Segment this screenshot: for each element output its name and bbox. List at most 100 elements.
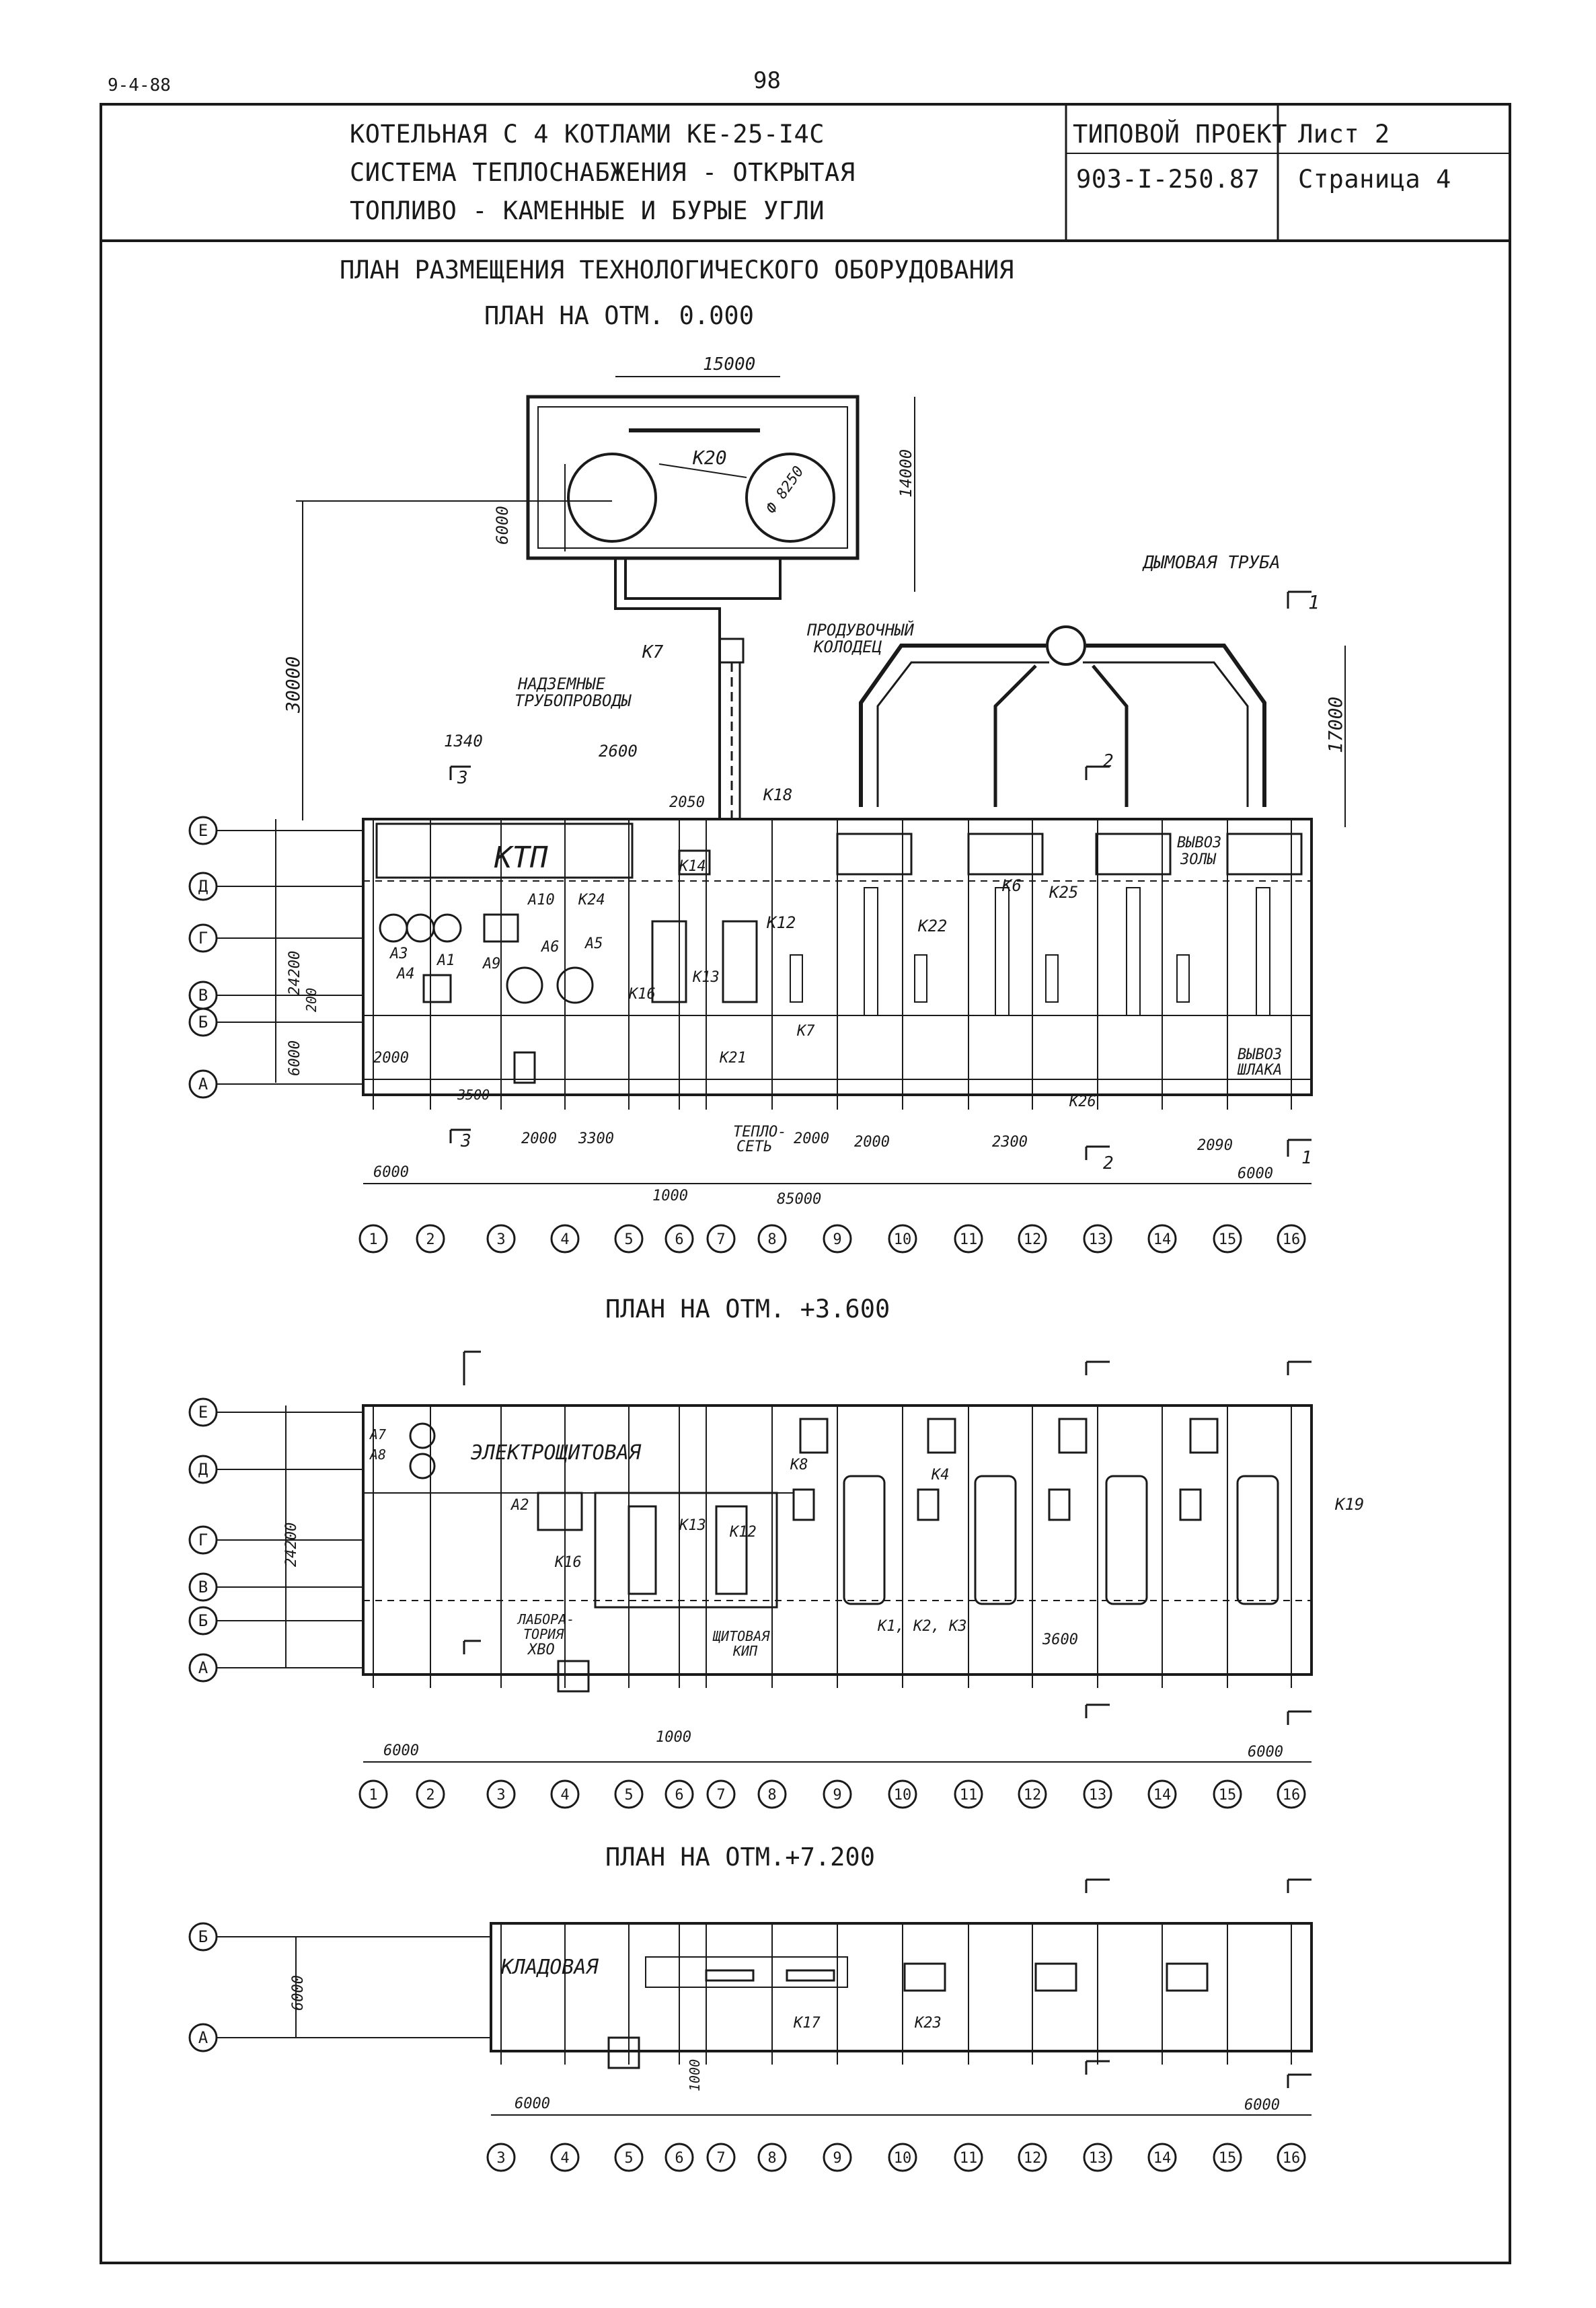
axis-number: 12 bbox=[1024, 1231, 1042, 1248]
dim-6000-tank: 6000 bbox=[493, 506, 512, 545]
label-k23: К23 bbox=[914, 2015, 942, 2032]
dim-85000: 85000 bbox=[777, 1191, 821, 1208]
label-diameter: Ф 8250 bbox=[763, 463, 807, 516]
label-k4: К4 bbox=[931, 1467, 950, 1484]
axis-number: 11 bbox=[960, 1231, 978, 1248]
axis-number: 1 bbox=[369, 1231, 377, 1248]
label-pipes-2: ТРУБОПРОВОДЫ bbox=[515, 691, 632, 710]
drawing-label: 10 bbox=[894, 1787, 912, 1804]
title-line-2: СИСТЕМА ТЕПЛОСНАБЖЕНИЯ - ОТКРЫТАЯ bbox=[350, 158, 856, 187]
drawing-label: 7 bbox=[716, 1787, 725, 1804]
dim-200: 200 bbox=[303, 988, 319, 1012]
plan-elevation-3600 bbox=[188, 1350, 1313, 1809]
plan3-title: ПЛАН НА ОТМ.+7.200 bbox=[605, 1843, 875, 1872]
plan1-title: ПЛАН НА ОТМ. 0.000 bbox=[484, 301, 754, 330]
axis-letter: Г bbox=[198, 929, 208, 948]
label-heatnet-1: ТЕПЛО- bbox=[733, 1124, 786, 1141]
dim-2000-a: 2000 bbox=[373, 1050, 409, 1067]
page-reference: 9-4-88 bbox=[108, 75, 171, 95]
label-slag-1: ВЫВОЗ bbox=[1238, 1046, 1282, 1063]
drawing-label: 4 bbox=[560, 1787, 569, 1804]
drawing-label: 9 bbox=[833, 1787, 841, 1804]
plan3-building-outline bbox=[490, 1922, 1313, 2052]
dim-1000-plan2: 1000 bbox=[656, 1729, 691, 1746]
drawing-label: 14 bbox=[1153, 2150, 1172, 2167]
drawing-label: В bbox=[198, 1578, 208, 1597]
label-k12: К12 bbox=[766, 913, 796, 932]
dim-1000: 1000 bbox=[652, 1188, 688, 1204]
label-k1-k2-k3: К1, К2, К3 bbox=[877, 1618, 966, 1635]
drawing-label: 11 bbox=[960, 2150, 978, 2167]
axis-number: 10 bbox=[894, 1231, 912, 1248]
label-k14: К14 bbox=[679, 858, 706, 875]
dim-2000-c: 2000 bbox=[794, 1130, 829, 1147]
label-k16: К16 bbox=[554, 1554, 582, 1571]
drawing-label: 4 bbox=[560, 2150, 569, 2167]
label-elevation-3600: 3600 bbox=[1042, 1631, 1078, 1648]
axis-letter: Е bbox=[198, 821, 208, 840]
label-k21: К21 bbox=[719, 1050, 747, 1067]
drawing-label: 3 bbox=[496, 2150, 505, 2167]
label-ash-1: ВЫВОЗ bbox=[1177, 835, 1221, 851]
drawing-label: Б bbox=[198, 1611, 208, 1630]
dim-30000: 30000 bbox=[282, 656, 304, 714]
plan1-axis-numbers: 1 2 3 4 5 6 7 8 9 10 11 12 13 14 15 16 bbox=[369, 1231, 1300, 1248]
label-a3: А3 bbox=[389, 946, 408, 962]
drawing-label: 12 bbox=[1024, 1787, 1042, 1804]
label-heatnet-2: СЕТЬ bbox=[736, 1139, 772, 1155]
dim-3500: 3500 bbox=[457, 1087, 490, 1103]
label-lab-2: ТОРИЯ bbox=[523, 1626, 564, 1642]
tank-right bbox=[745, 453, 835, 543]
label-k18: К18 bbox=[763, 785, 792, 804]
label-k6: К6 bbox=[1001, 876, 1022, 895]
label-a7: А7 bbox=[369, 1426, 386, 1442]
axis-number: 16 bbox=[1283, 1231, 1301, 1248]
label-k16: К16 bbox=[628, 986, 656, 1003]
section-mark-1-bottom: 1 bbox=[1301, 1148, 1312, 1168]
sheet-border bbox=[100, 103, 1511, 2264]
plan2-axis-letters: Е Д Г В Б А bbox=[198, 1403, 208, 1677]
label-lab-3: ХВО bbox=[527, 1642, 555, 1658]
label-a10: А10 bbox=[527, 892, 555, 909]
drawing-label: 15 bbox=[1219, 2150, 1237, 2167]
label-k17: К17 bbox=[793, 2015, 821, 2032]
drawing-label: 12 bbox=[1024, 2150, 1042, 2167]
plan2-labels: ЭЛЕКТРОЩИТОВАЯ А7 А8 А2 К16 К13 К12 К8 К… bbox=[283, 1426, 1364, 1761]
page-label: Страница 4 bbox=[1298, 165, 1451, 194]
drawing-label: 8 bbox=[767, 1787, 776, 1804]
dim-2300: 2300 bbox=[992, 1134, 1028, 1151]
dim-6000-b: 6000 bbox=[1238, 1165, 1273, 1182]
drawing-label: Г bbox=[198, 1531, 208, 1549]
axis-number: 6 bbox=[675, 1231, 683, 1248]
plan2-axis-circles bbox=[358, 1779, 1306, 1809]
axis-number: 9 bbox=[833, 1231, 841, 1248]
label-a2: А2 bbox=[510, 1497, 529, 1514]
label-a8: А8 bbox=[369, 1447, 386, 1463]
dim-3300: 3300 bbox=[578, 1130, 614, 1147]
dim-6000-left: 6000 bbox=[287, 1040, 303, 1076]
section-mark-3-top: 3 bbox=[457, 768, 468, 788]
drawing-label: А bbox=[198, 2028, 208, 2047]
label-k26: К26 bbox=[1069, 1093, 1096, 1110]
title-line-1: КОТЕЛЬНАЯ С 4 КОТЛАМИ КЕ-25-I4С bbox=[350, 120, 825, 149]
axis-number: 3 bbox=[496, 1231, 505, 1248]
plan2-axis-numbers: 1 2 3 4 5 6 7 8 9 10 11 12 13 14 15 16 bbox=[369, 1787, 1300, 1804]
dim-6000-a-plan2: 6000 bbox=[383, 1742, 419, 1759]
drawing-label: 1 bbox=[369, 1787, 377, 1804]
axis-number: 14 bbox=[1153, 1231, 1172, 1248]
label-kip-2: КИП bbox=[732, 1643, 758, 1659]
dim-17000: 17000 bbox=[1324, 697, 1346, 753]
drawing-label: 13 bbox=[1089, 1787, 1107, 1804]
label-a4: А4 bbox=[395, 966, 415, 983]
dim-14000: 14000 bbox=[897, 449, 915, 498]
label-k22: К22 bbox=[917, 917, 947, 935]
label-blowdown-1: ПРОДУВОЧНЫЙ bbox=[806, 620, 914, 640]
axis-number: 13 bbox=[1089, 1231, 1107, 1248]
label-k12: К12 bbox=[729, 1524, 757, 1541]
axis-letter: Д bbox=[198, 877, 208, 896]
drawing-label: А bbox=[198, 1658, 208, 1677]
label-a9: А9 bbox=[482, 956, 501, 972]
drawing-label: 3 bbox=[496, 1787, 505, 1804]
drawing-label: 16 bbox=[1283, 2150, 1301, 2167]
label-a5: А5 bbox=[584, 935, 603, 952]
